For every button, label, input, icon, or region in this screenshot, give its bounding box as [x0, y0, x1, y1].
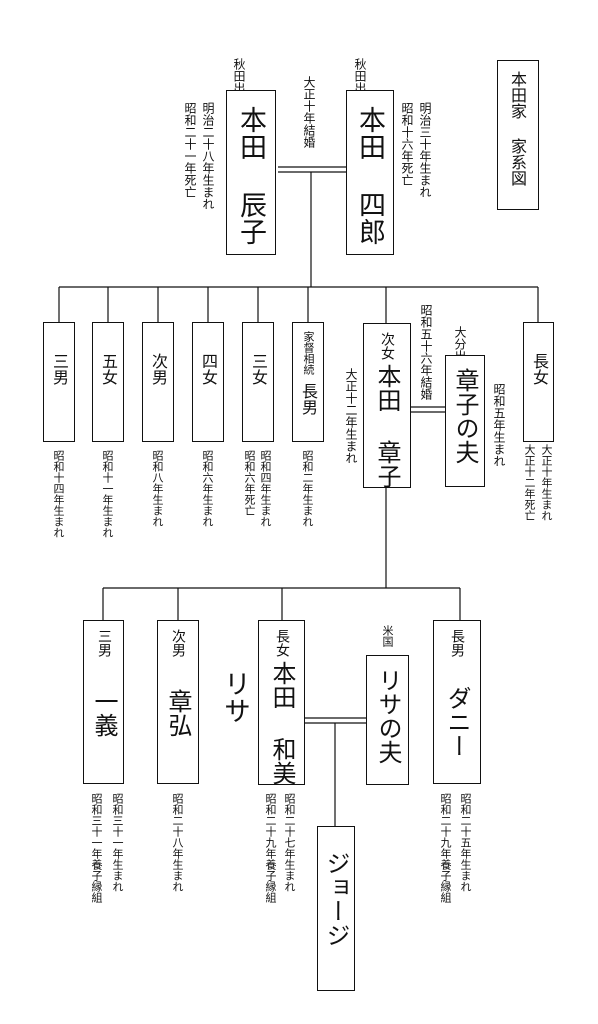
- lisa-husband-box: リサの夫: [366, 655, 409, 785]
- kazumi-box: 長女 本田 和美: [258, 620, 305, 785]
- gen2-child-box: 三男: [43, 322, 75, 442]
- danny-note2: 昭和二十九年養子縁組: [439, 793, 452, 903]
- akiko-husband-box: 章子の夫: [445, 355, 485, 487]
- akiko-rel: 次女: [379, 332, 395, 360]
- akihiro-box: 次男 章弘: [157, 620, 199, 784]
- tatsuko-died: 昭和二十一年死亡: [183, 102, 197, 198]
- kazuyoshi-note2: 昭和三十一年養子縁組: [90, 793, 103, 903]
- gen2-marriage: 昭和五十六年結婚: [419, 304, 433, 400]
- child-note: 昭和十四年生まれ: [52, 450, 65, 538]
- tatsuko-born: 明治二十八年生まれ: [201, 102, 215, 210]
- akiko-born: 大正十二年生まれ: [344, 368, 358, 464]
- child-rel: 三女: [249, 353, 268, 385]
- lisa-label: リサ: [219, 670, 250, 724]
- child-rel: 次男: [149, 353, 168, 385]
- george-name: ジョージ: [322, 851, 350, 947]
- akihiro-note1: 昭和二十八年生まれ: [171, 793, 184, 892]
- gen2-child-box: 次男: [142, 322, 174, 442]
- child-note-died: 昭和六年死亡: [243, 450, 256, 516]
- kazumi-note2: 昭和二十九年養子縁組: [264, 793, 277, 903]
- child-rel: 五女: [99, 353, 118, 385]
- child-note: 昭和十一年生まれ: [101, 450, 114, 538]
- kazumi-rel: 長女: [274, 629, 290, 657]
- child-note: 昭和八年生まれ: [151, 450, 164, 527]
- child-rel: 三男: [50, 353, 69, 385]
- shiro-name: 本田 四郎: [354, 106, 385, 245]
- danny-box: 長男 ダニー: [433, 620, 481, 784]
- danny-note1: 昭和二十五年生まれ: [459, 793, 472, 892]
- shiro-died: 昭和十六年死亡: [400, 102, 414, 186]
- kazumi-note1: 昭和二十七年生まれ: [283, 793, 296, 892]
- akiko-name: 本田 章子: [373, 364, 401, 488]
- danny-name: ダニー: [443, 686, 471, 758]
- lisa-husband-origin: 米国: [381, 625, 394, 647]
- akiko-box: 次女 本田 章子: [363, 323, 411, 488]
- lisa-husband-name: リサの夫: [374, 668, 402, 764]
- shiro-born: 明治三十年生まれ: [418, 102, 432, 198]
- eldest-daughter-rel: 長女: [530, 353, 549, 385]
- akihiro-rel: 次男: [170, 629, 186, 657]
- akiko-husband-born: 昭和五年生まれ: [492, 383, 506, 467]
- child-note: 昭和六年生まれ: [201, 450, 214, 527]
- gen1-marriage: 大正十年結婚: [302, 76, 316, 148]
- gen2-child-box: 五女: [92, 322, 124, 442]
- eldest-daughter-died: 大正十二年死亡: [523, 444, 536, 521]
- page-title: 本田家 家系図: [508, 71, 527, 186]
- gen2-child-box: 三女: [242, 322, 274, 442]
- child-rel: 四女: [199, 353, 218, 385]
- child-rel: 長男: [299, 383, 318, 415]
- danny-rel: 長男: [449, 629, 465, 657]
- eldest-daughter-born: 大正十年生まれ: [540, 444, 553, 521]
- tatsuko-origin: 秋田出身: [232, 58, 246, 106]
- kazuyoshi-note1: 昭和三十一年生まれ: [111, 793, 124, 892]
- george-box: ジョージ: [317, 826, 355, 991]
- kazuyoshi-rel: 三男: [96, 629, 112, 657]
- tatsuko-box: 本田 辰子: [226, 90, 276, 255]
- eldest-daughter-box: 長女: [523, 322, 554, 442]
- gen2-child-box: 四女: [192, 322, 224, 442]
- child-sub: 家督相続: [302, 331, 315, 375]
- tatsuko-name: 本田 辰子: [235, 106, 266, 245]
- child-note: 昭和四年生まれ: [259, 450, 272, 527]
- kazuyoshi-name: 一義: [90, 689, 118, 737]
- akihiro-name: 章弘: [164, 689, 192, 737]
- kazumi-name: 本田 和美: [268, 661, 296, 785]
- child-note: 昭和二年生まれ: [301, 450, 314, 527]
- akiko-husband-name: 章子の夫: [451, 368, 479, 464]
- title-box: 本田家 家系図: [497, 60, 539, 210]
- kazuyoshi-box: 三男 一義: [83, 620, 124, 784]
- shiro-box: 本田 四郎: [346, 90, 394, 255]
- gen2-child-box: 家督相続 長男: [292, 322, 324, 442]
